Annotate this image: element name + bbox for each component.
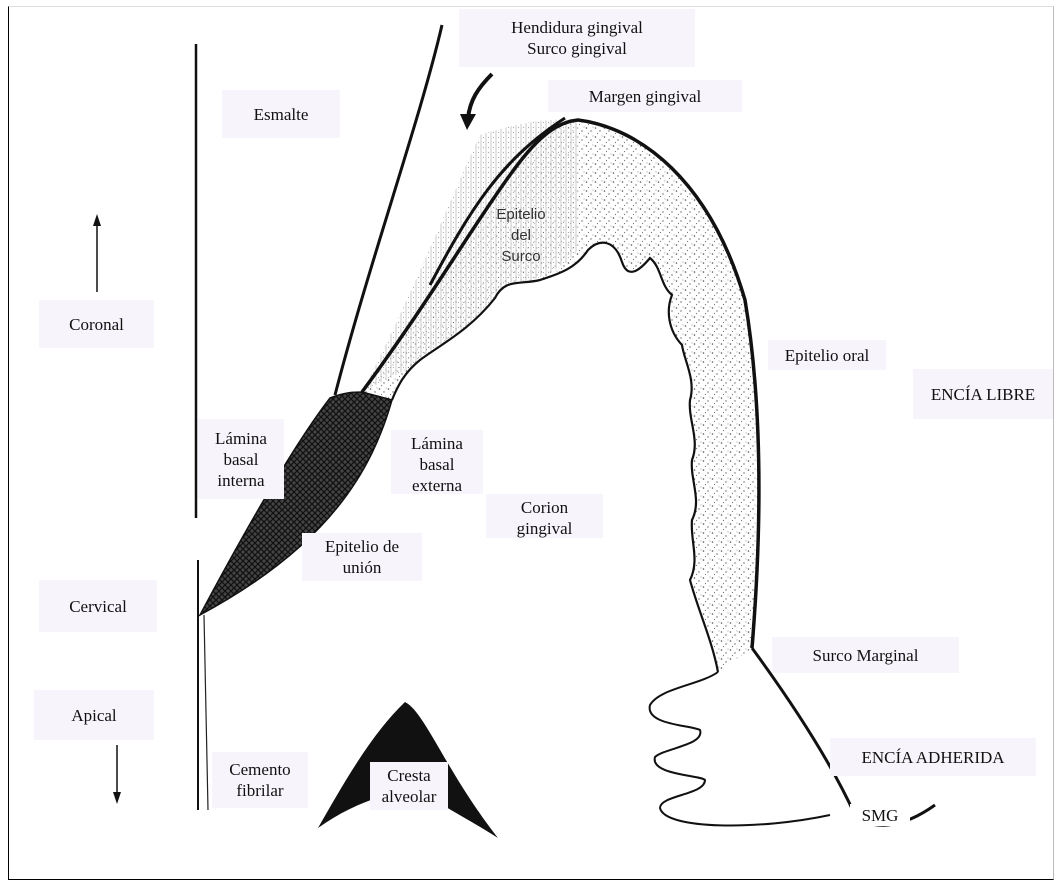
label-margen-gingival: Margen gingival: [548, 80, 742, 112]
attached-gingiva-contour: [752, 648, 935, 825]
label-coronal: Coronal: [39, 300, 154, 348]
sulcus-arrow: [468, 74, 492, 118]
sulcus-arrow-head: [460, 114, 476, 130]
label-cemento-fibrilar: Cemento fibrilar: [212, 752, 308, 808]
cementum-line: [204, 615, 208, 810]
label-smg: SMG: [850, 804, 910, 826]
label-encia-adherida: ENCÍA ADHERIDA: [830, 738, 1036, 776]
coronal-arrow-head: [93, 214, 101, 226]
apical-arrow-head: [113, 792, 121, 804]
label-epitelio-del-surco: Epitelio del Surco: [478, 204, 564, 270]
label-hendidura-gingival: Hendidura gingival Surco gingival: [459, 9, 695, 67]
label-encia-libre: ENCÍA LIBRE: [913, 369, 1053, 419]
label-corion-gingival: Corion gingival: [486, 494, 603, 538]
label-cresta-alveolar: Cresta alveolar: [370, 762, 448, 810]
label-apical: Apical: [34, 690, 154, 740]
rete-ridges-tail: [650, 672, 830, 825]
label-lamina-basal-interna: Lámina basal interna: [198, 419, 284, 499]
label-cervical: Cervical: [39, 580, 157, 632]
label-epitelio-oral: Epitelio oral: [768, 340, 886, 370]
label-epitelio-de-union: Epitelio de unión: [302, 533, 422, 581]
label-surco-marginal: Surco Marginal: [772, 637, 959, 673]
label-lamina-basal-externa: Lámina basal externa: [391, 430, 483, 494]
label-esmalte: Esmalte: [222, 90, 340, 138]
